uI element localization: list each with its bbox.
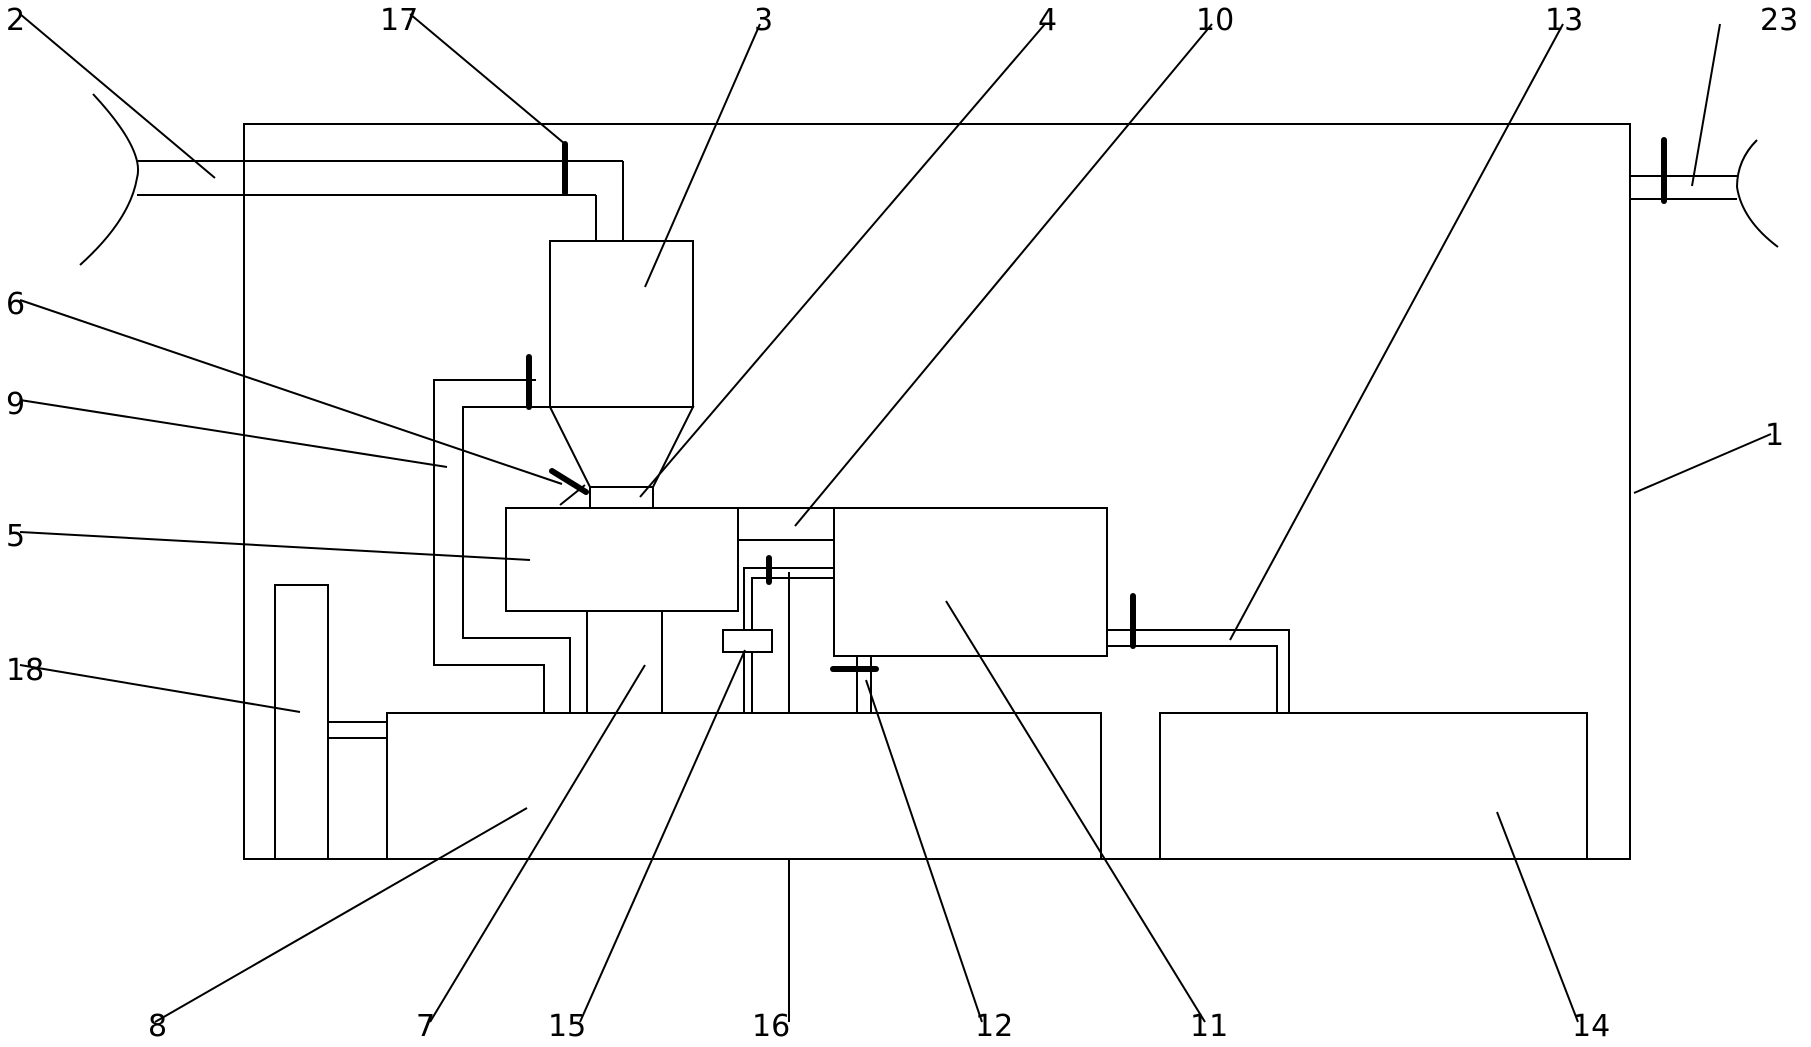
callout-8: 8 xyxy=(148,1009,167,1042)
callout-10: 10 xyxy=(1196,3,1234,38)
callout-3: 3 xyxy=(754,3,773,38)
callout-5: 5 xyxy=(6,519,25,554)
callout-7: 7 xyxy=(416,1009,435,1042)
callout-9: 9 xyxy=(6,387,25,422)
unit-11 xyxy=(833,507,1108,657)
pipe-13 xyxy=(1107,629,1290,713)
feeder-4 xyxy=(589,486,654,509)
callout-6: 6 xyxy=(6,287,25,322)
callout-15: 15 xyxy=(548,1009,586,1042)
callout-11: 11 xyxy=(1190,1009,1228,1042)
callout-labels: 2 17 3 4 10 13 23 1 6 9 5 18 8 7 15 16 1… xyxy=(6,3,1798,1044)
callout-23: 23 xyxy=(1760,3,1798,38)
pipe-12 xyxy=(856,656,872,713)
callout-17: 17 xyxy=(380,3,418,38)
pipe-9 xyxy=(433,379,571,713)
block-5 xyxy=(505,507,739,612)
callout-16: 16 xyxy=(752,1009,790,1042)
outlet-pipe-23 xyxy=(1630,139,1779,248)
tank-8 xyxy=(386,712,1102,860)
callout-4: 4 xyxy=(1038,3,1057,38)
callout-12: 12 xyxy=(975,1009,1013,1042)
callout-18: 18 xyxy=(6,653,44,688)
tank-14 xyxy=(1159,712,1588,860)
column-7 xyxy=(586,611,663,713)
inlet-pipe-2 xyxy=(79,93,624,266)
leader-lines xyxy=(19,13,1772,1023)
connector-10 xyxy=(737,507,835,541)
callout-2: 2 xyxy=(6,3,25,38)
callout-13: 13 xyxy=(1545,3,1583,38)
hopper-3 xyxy=(548,240,695,488)
pump-15 xyxy=(722,629,773,653)
column-18 xyxy=(274,584,329,860)
callout-14: 14 xyxy=(1572,1009,1610,1042)
pipe-18-to-8 xyxy=(328,721,387,739)
callout-1: 1 xyxy=(1765,418,1784,453)
